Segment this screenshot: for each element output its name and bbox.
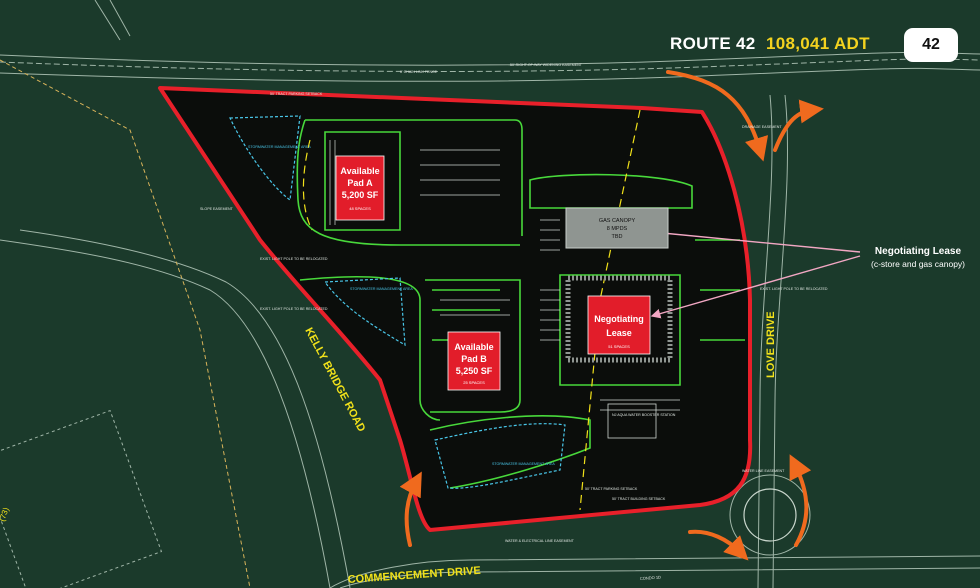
- note-row: 50' RIGHT-OF-WAY WIDENING EASEMENT: [510, 63, 583, 67]
- gas-canopy: GAS CANOPY 8 MPDS TBD: [565, 207, 669, 249]
- lease-callout: Negotiating Lease (c-store and gas canop…: [860, 246, 976, 269]
- note-storm3: STORMWATER MANAGEMENT AREA: [492, 462, 555, 466]
- note-storm1: STORMWATER MANAGEMENT AREA: [248, 145, 311, 149]
- canopy-line2: 8 MPDS: [607, 226, 628, 232]
- note-storm2: STORMWATER MANAGEMENT AREA: [350, 287, 413, 291]
- booster-station: [607, 403, 657, 439]
- note-light1: EXIST. LIGHT POLE TO BE RELOCATED: [260, 257, 328, 261]
- note-light2: EXIST. LIGHT POLE TO BE RELOCATED: [260, 307, 328, 311]
- lease-callout-subtitle: (c-store and gas canopy): [870, 259, 966, 269]
- note-waterline: WATER LINE EASEMENT: [742, 469, 785, 473]
- note-tract-parking: 50' TRACT PARKING SETBACK: [585, 487, 638, 491]
- centerline: [302, 109, 641, 511]
- pad-b-line1: Available: [454, 342, 493, 352]
- note-fence: 6' CHAIN LINK FENCE: [400, 70, 438, 74]
- pad-b[interactable]: Available Pad B 5,250 SF 25 SPACES: [447, 331, 501, 391]
- note-slope: SLOPE EASEMENT: [200, 207, 234, 211]
- pad-a-line2: Pad A: [347, 178, 373, 188]
- route-label: ROUTE 42: [670, 34, 756, 53]
- note-drainage: DRAINAGE EASEMENT: [742, 125, 782, 129]
- parking-stalls: [329, 140, 680, 411]
- route-shield: 42: [904, 28, 958, 62]
- canopy-line1: GAS CANOPY: [599, 218, 636, 224]
- note-setback-top: 50' TRACT PARKING SETBACK: [270, 92, 323, 96]
- canopy-line3: TBD: [612, 234, 623, 240]
- commencement-drive-label: COMMENCEMENT DRIVE: [347, 565, 481, 586]
- note-booster: NJ AQUA WATER BOOSTER STATION: [612, 413, 676, 417]
- pad-a[interactable]: Available Pad A 5,200 SF 48 SPACES: [335, 155, 385, 221]
- roundabout: [729, 474, 811, 556]
- lease-line1: Negotiating: [594, 314, 644, 324]
- pad-b-spaces: 25 SPACES: [463, 380, 485, 385]
- callout-leaders: [650, 227, 861, 319]
- stormwater-areas: [229, 115, 566, 489]
- love-drive-label: LOVE DRIVE: [765, 311, 777, 378]
- note-water: WATER & ELECTRICAL LINE EASEMENT: [505, 539, 575, 543]
- pad-b-line2: Pad B: [461, 354, 487, 364]
- pad-b-line3: 5,250 SF: [456, 366, 493, 376]
- pad-a-line3: 5,200 SF: [342, 190, 379, 200]
- lease-callout-title: Negotiating Lease: [874, 246, 962, 257]
- note-light3: EXIST. LIGHT POLE TO BE RELOCATED: [760, 287, 828, 291]
- plan-annotations: 6' CHAIN LINK FENCE 50' RIGHT-OF-WAY WID…: [0, 63, 828, 581]
- note-tract-building: 50' TRACT BUILDING SETBACK: [612, 497, 666, 501]
- traffic-arrows: [399, 70, 824, 561]
- pad-a-line1: Available: [340, 166, 379, 176]
- adt-label: 108,041 ADT: [766, 34, 870, 53]
- note-condo: CONDO 1D: [640, 575, 662, 581]
- lease-line2: Lease: [606, 328, 632, 338]
- note-route73: (73): [0, 506, 11, 523]
- lease-pad-hatch: [565, 275, 673, 363]
- pad-a-spaces: 48 SPACES: [349, 206, 371, 211]
- lease-pad[interactable]: Negotiating Lease 51 SPACES: [587, 295, 651, 355]
- site-boundary: [158, 86, 753, 532]
- lease-spaces: 51 SPACES: [608, 344, 630, 349]
